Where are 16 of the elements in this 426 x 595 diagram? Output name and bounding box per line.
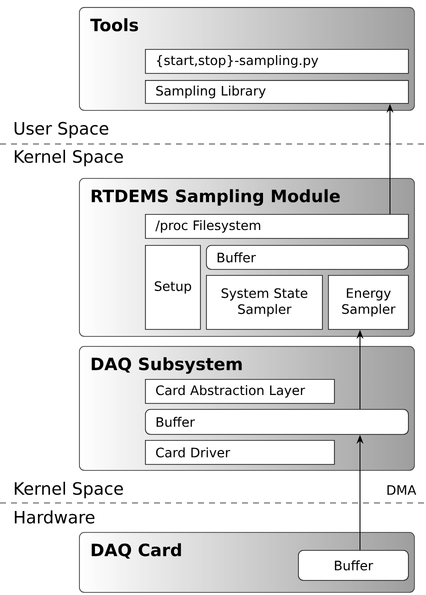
- component-box: System State Sampler: [206, 275, 323, 330]
- buffer-box: Buffer: [298, 550, 409, 581]
- component-box: Card Abstraction Layer: [145, 379, 335, 404]
- component-box: {start,stop}-sampling.py: [145, 49, 409, 74]
- layer-label: Hardware: [14, 510, 94, 524]
- component-box: Energy Sampler: [328, 275, 409, 330]
- buffer-box: Buffer: [145, 409, 409, 435]
- edge-label: DMA: [385, 484, 418, 496]
- component-box: Card Driver: [145, 440, 335, 465]
- layer-label: User Space: [14, 122, 108, 138]
- layer-label: Kernel Space: [14, 482, 123, 498]
- component-box: Setup: [145, 245, 201, 330]
- layer-label: Kernel Space: [14, 150, 123, 166]
- component-box: /proc Filesystem: [145, 214, 409, 239]
- buffer-box: Buffer: [206, 245, 409, 270]
- component-box: Sampling Library: [145, 80, 409, 104]
